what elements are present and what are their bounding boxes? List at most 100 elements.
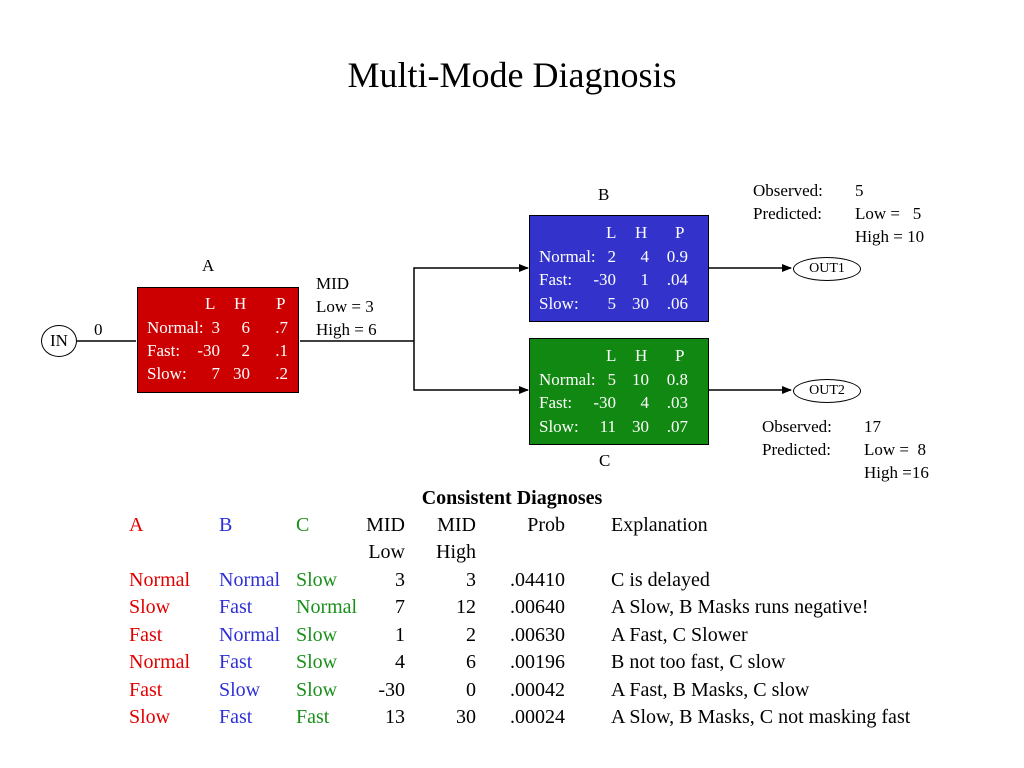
observed-value: 17 <box>864 417 881 436</box>
mode-label: Normal: <box>539 370 596 389</box>
cell-prob: .00196 <box>510 651 565 674</box>
header-l: L <box>606 346 617 365</box>
cell-explanation: A Slow, B Masks, C not masking fast <box>611 706 911 728</box>
header-l: L <box>205 294 216 313</box>
cell-explanation: A Fast, B Masks, C slow <box>611 678 810 701</box>
node-a-label: A <box>202 256 215 275</box>
col-header-b: B <box>219 514 233 536</box>
prob-value: .2 <box>275 364 288 383</box>
high-value: 4 <box>640 393 650 412</box>
col-header-mid-low: MID <box>366 514 405 536</box>
mode-label: Slow: <box>539 294 579 313</box>
prob-value: .04 <box>666 270 688 289</box>
cell-mid-low: -30 <box>378 678 405 701</box>
cell-explanation: C is delayed <box>611 569 710 591</box>
high-value: 10 <box>632 370 649 389</box>
high-value: 30 <box>632 294 649 313</box>
box-a-row: Fast: -30 2 .1 <box>138 340 300 362</box>
prob-value: 0.8 <box>666 370 688 389</box>
diagnoses-table: A B C MID MID Prob Explanation Low High … <box>0 514 1024 764</box>
low-value: 5 <box>607 294 617 313</box>
page-title: Multi-Mode Diagnosis <box>347 55 677 95</box>
high-value: 30 <box>233 364 250 383</box>
cell-a: Slow <box>129 706 171 728</box>
col-header-a: A <box>129 514 144 536</box>
in-value: 0 <box>94 320 103 339</box>
high-value: 2 <box>241 341 251 360</box>
component-a-box: L H P Normal: 3 6 .7 Fast: -30 2 .1 Slow… <box>137 287 299 393</box>
predicted-label: Predicted: <box>762 440 831 459</box>
col-header-prob: Prob <box>527 514 565 536</box>
high-value: 4 <box>640 247 650 266</box>
observed-label: Observed: <box>762 417 832 436</box>
low-value: -30 <box>593 393 616 412</box>
cell-c: Slow <box>296 569 338 591</box>
mode-label: Slow: <box>147 364 187 383</box>
cell-mid-high: 2 <box>466 623 476 646</box>
low-value: -30 <box>593 270 616 289</box>
predicted-high: High = 10 <box>855 227 925 246</box>
header-h: H <box>234 294 247 313</box>
observed-label: Observed: <box>753 181 823 200</box>
box-b-row: Normal: 2 4 0.9 <box>530 246 710 268</box>
cell-prob: .00024 <box>510 706 565 728</box>
cell-c: Slow <box>296 623 338 646</box>
cell-b: Normal <box>219 569 281 591</box>
cell-b: Normal <box>219 623 281 646</box>
box-b-row: Slow: 5 30 .06 <box>530 293 710 315</box>
col-header-c: C <box>296 514 310 536</box>
header-p: P <box>675 346 685 365</box>
mid-low: Low = 3 <box>316 297 374 316</box>
node-b-label: B <box>598 185 610 204</box>
cell-c: Slow <box>296 678 338 701</box>
out1-label: OUT1 <box>809 261 845 276</box>
cell-mid-high: 12 <box>456 596 476 619</box>
box-c-row: Slow: 11 30 .07 <box>530 416 710 438</box>
high-value: 6 <box>241 318 251 337</box>
box-c-row: Normal: 5 10 0.8 <box>530 369 710 391</box>
predicted-label: Predicted: <box>753 204 822 223</box>
cell-mid-low: 13 <box>385 706 405 728</box>
out2-label: OUT2 <box>809 383 845 398</box>
cell-b: Fast <box>219 596 253 619</box>
out1-node: OUT1 <box>793 257 861 281</box>
mode-label: Fast: <box>539 270 573 289</box>
cell-c: Slow <box>296 651 338 674</box>
header-h: H <box>635 223 648 242</box>
prob-value: .07 <box>666 417 688 436</box>
out1-info: Observed: 5 Predicted: Low = 5 High = 10 <box>753 179 924 248</box>
high-value: 30 <box>632 417 649 436</box>
low-value: 11 <box>599 417 616 436</box>
cell-prob: .04410 <box>510 569 565 591</box>
header-l: L <box>606 223 617 242</box>
box-a-header: L H P <box>138 293 300 315</box>
cell-mid-high: 0 <box>466 678 476 701</box>
box-c-row: Fast: -30 4 .03 <box>530 392 710 414</box>
cell-mid-low: 4 <box>395 651 405 674</box>
col-header-high-sub: High <box>436 541 476 563</box>
col-header-explanation: Explanation <box>611 514 708 536</box>
predicted-high: High =16 <box>864 463 929 482</box>
cell-a: Normal <box>129 651 191 674</box>
mode-label: Normal: <box>147 318 204 337</box>
col-header-mid-high: MID <box>437 514 476 536</box>
cell-a: Normal <box>129 569 191 591</box>
box-a-row: Normal: 3 6 .7 <box>138 317 300 339</box>
mode-label: Normal: <box>539 247 596 266</box>
cell-prob: .00640 <box>510 596 565 619</box>
cell-a: Fast <box>129 678 163 701</box>
header-p: P <box>276 294 286 313</box>
col-header-low-sub: Low <box>368 541 405 563</box>
cell-mid-low: 7 <box>395 596 405 619</box>
cell-a: Slow <box>129 596 171 619</box>
high-value: 1 <box>640 270 650 289</box>
cell-prob: .00042 <box>510 678 565 701</box>
box-c-header: L H P <box>530 345 710 367</box>
cell-mid-high: 6 <box>466 651 476 674</box>
cell-explanation: B not too fast, C slow <box>611 651 786 674</box>
